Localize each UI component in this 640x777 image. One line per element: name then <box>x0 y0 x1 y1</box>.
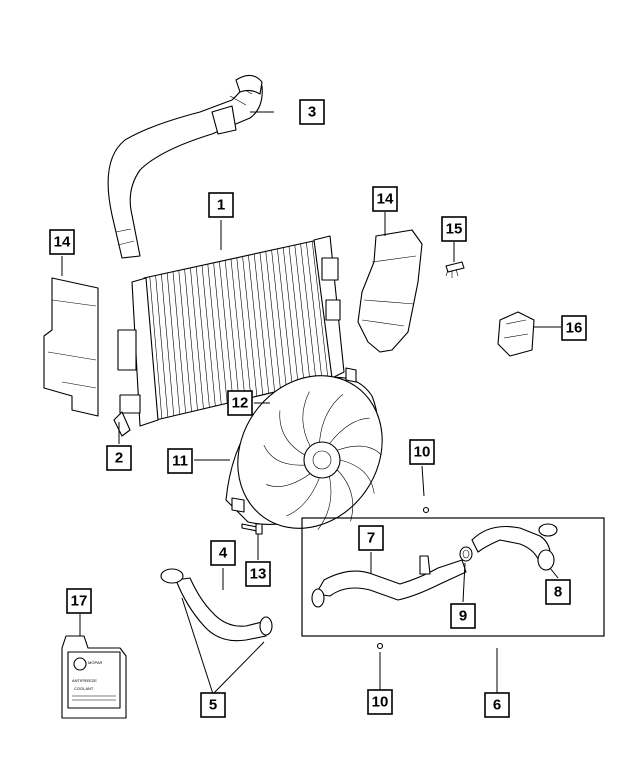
radiator-fin <box>178 270 192 412</box>
radiator-fin <box>294 245 311 384</box>
air-deflector-left <box>43 277 99 417</box>
lower-radiator-hose <box>160 568 273 642</box>
radiator-fin <box>300 243 317 383</box>
coolant-label-line1: MOPAR <box>88 660 102 665</box>
fan-blade <box>336 469 354 522</box>
radiator-fin <box>184 269 198 411</box>
radiator-fin <box>161 274 175 416</box>
hose-clamp <box>459 546 473 562</box>
fan-blade <box>339 459 375 494</box>
callout-4-label: 4 <box>219 545 228 562</box>
callout-9-label: 9 <box>459 608 467 625</box>
connector-sensor <box>497 311 535 357</box>
callout-9: 9 <box>450 603 476 629</box>
radiator <box>113 235 345 437</box>
callout-11-label: 11 <box>172 453 188 470</box>
callout-11: 11 <box>167 448 193 474</box>
coolant-label-line3: COOLANT <box>74 686 94 691</box>
radiator-fin <box>306 242 323 381</box>
radiator-fin <box>213 262 228 404</box>
radiator-fin <box>311 241 329 380</box>
callout-14-left-label: 14 <box>54 234 71 251</box>
upper-radiator-hose <box>107 74 263 259</box>
callout-2-label: 2 <box>115 450 123 467</box>
callout-6: 6 <box>484 692 510 718</box>
leader-lines <box>61 111 561 696</box>
radiator-fin <box>277 248 293 388</box>
callout-17-label: 17 <box>71 593 88 610</box>
callout-10-upper: 10 <box>409 439 435 465</box>
callout-3: 3 <box>299 99 325 125</box>
callout-3-label: 3 <box>308 104 316 121</box>
fan-blade <box>286 477 320 517</box>
callout-8-label: 8 <box>554 584 562 601</box>
radiator-fin <box>230 258 246 400</box>
callout-7-label: 7 <box>367 530 375 547</box>
radiator-fin <box>195 266 210 408</box>
radiator-fin <box>288 246 305 386</box>
radiator-fin <box>282 247 299 387</box>
callout-14-right-label: 14 <box>377 191 394 208</box>
callout-17: 17 <box>66 588 92 614</box>
callout-1-label: 1 <box>217 197 225 214</box>
fan-blade <box>302 391 311 447</box>
radiator-fin <box>201 265 216 407</box>
coolant-label-line2: ANTIFREEZE <box>72 678 97 683</box>
fan-blade <box>263 444 305 466</box>
radiator-fin <box>172 271 186 414</box>
clip-lower <box>376 642 384 650</box>
callout-1: 1 <box>208 192 234 218</box>
radiator-fin <box>224 260 240 401</box>
callout-14-left: 14 <box>49 229 75 255</box>
callout-14-right: 14 <box>372 186 398 212</box>
callout-5: 5 <box>200 692 226 718</box>
fan-blade <box>337 445 382 456</box>
radiator-fin <box>236 257 252 398</box>
hose-end-clamp <box>471 523 558 571</box>
callout-6-label: 6 <box>493 697 501 714</box>
radiator-fin <box>265 251 281 391</box>
fan-blade <box>317 476 332 531</box>
callout-10-lower-label: 10 <box>372 694 389 711</box>
callout-8: 8 <box>545 579 571 605</box>
callout-12-label: 12 <box>232 395 249 412</box>
hose-kit-box <box>301 517 605 637</box>
radiator-fin <box>190 267 204 409</box>
radiator-fin <box>271 250 287 390</box>
fan-shroud-assembly <box>225 367 383 531</box>
callout-16: 16 <box>561 315 587 341</box>
callout-10-upper-label: 10 <box>414 444 431 461</box>
callout-15-label: 15 <box>446 221 463 238</box>
radiator-fin <box>259 252 275 393</box>
callout-5-label: 5 <box>209 697 217 714</box>
radiator-fin <box>248 255 264 395</box>
fan-blade <box>329 417 370 444</box>
callout-2: 2 <box>106 445 132 471</box>
callout-7: 7 <box>358 525 384 551</box>
radiator-fin <box>166 272 181 415</box>
coolant-jug: MOPAR ANTIFREEZE COOLANT <box>61 635 127 719</box>
callout-12: 12 <box>227 390 253 416</box>
callout-15: 15 <box>441 216 467 242</box>
radiator-fin <box>219 261 234 402</box>
callout-4: 4 <box>210 540 236 566</box>
callout-10-lower: 10 <box>367 689 393 715</box>
fan-blade <box>266 473 311 487</box>
radiator-fin <box>242 256 258 397</box>
fan-blade <box>279 410 305 456</box>
callout-16-label: 16 <box>566 320 583 337</box>
bolt <box>241 523 263 535</box>
air-deflector-right <box>357 229 423 353</box>
fan-blade <box>319 394 343 443</box>
push-pin <box>445 261 465 278</box>
heater-hose <box>311 555 467 608</box>
clip-upper <box>422 506 430 514</box>
radiator-fin <box>207 264 222 405</box>
callout-13: 13 <box>245 561 271 587</box>
callout-13-label: 13 <box>250 566 267 583</box>
radiator-fin <box>253 253 270 394</box>
radiator-fin <box>149 276 163 419</box>
radiator-fin <box>155 275 169 418</box>
